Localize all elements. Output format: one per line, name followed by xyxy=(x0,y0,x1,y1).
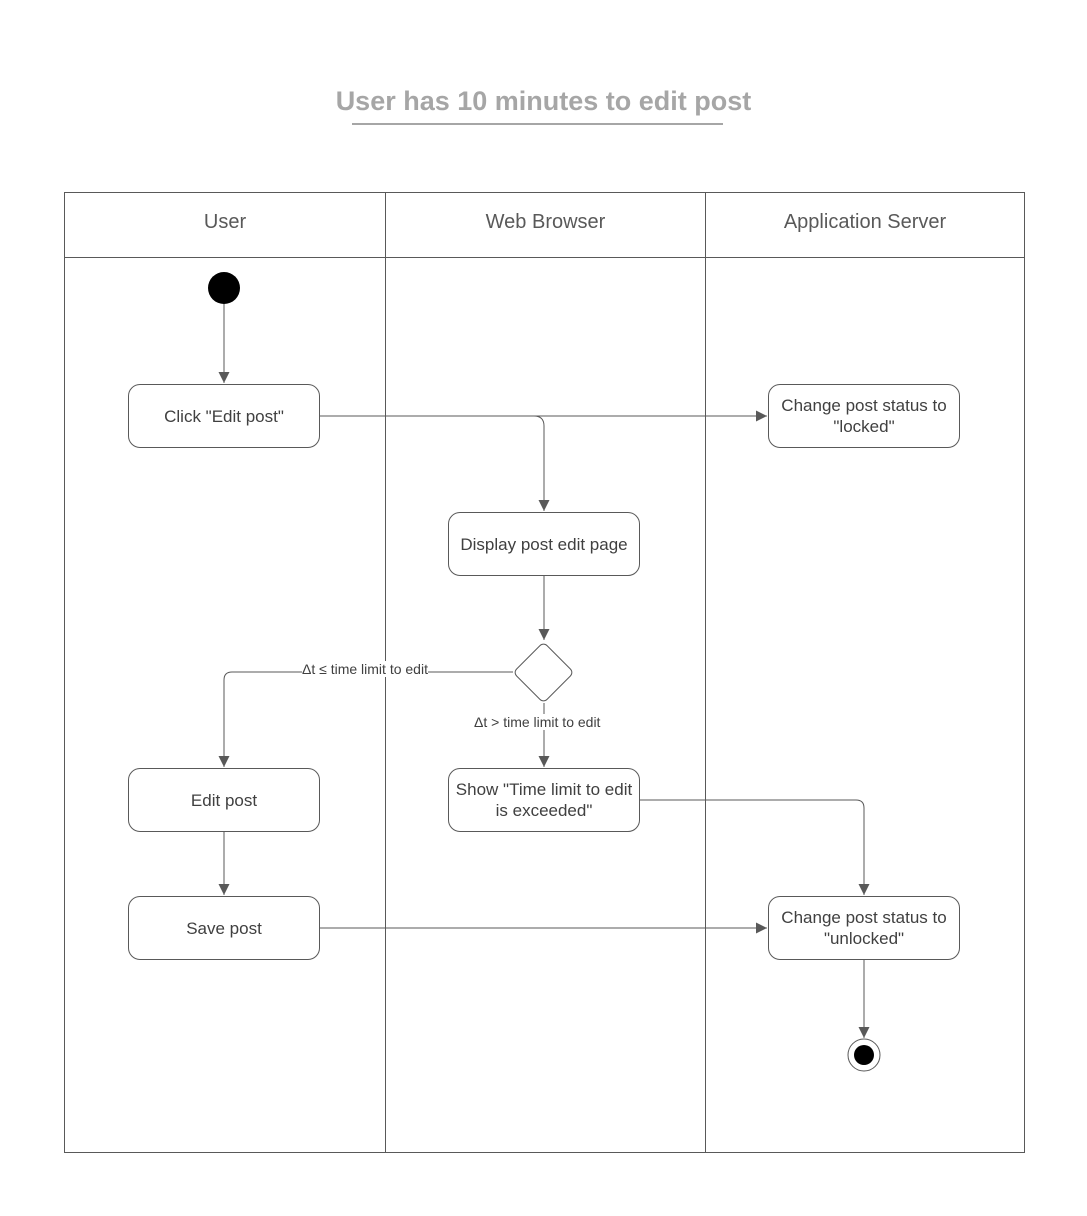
activity-save-post: Save post xyxy=(128,896,320,960)
edge-show-to-unlock xyxy=(640,799,870,895)
diagram-title: User has 10 minutes to edit post xyxy=(335,86,752,116)
edge-click-to-display xyxy=(320,415,550,511)
activity-click-edit-post: Click "Edit post" xyxy=(128,384,320,448)
swimlane-frame xyxy=(64,192,1025,1153)
title-underline xyxy=(352,123,723,125)
activity-change-status-locked: Change post status to "locked" xyxy=(768,384,960,448)
activity-display-edit-page: Display post edit page xyxy=(448,512,640,576)
activity-change-status-unlocked: Change post status to "unlocked" xyxy=(768,896,960,960)
final-node xyxy=(854,1045,874,1065)
guard-within-time-limit: Δt ≤ time limit to edit xyxy=(302,661,428,677)
lane-header-user: User xyxy=(203,211,247,233)
guard-time-limit-exceeded: Δt > time limit to edit xyxy=(474,714,601,730)
lane-header-web-browser: Web Browser xyxy=(485,211,606,233)
edge-decision-to-edit xyxy=(218,671,513,767)
activity-show-time-limit-exceeded: Show "Time limit to edit is exceeded" xyxy=(448,768,640,832)
decision-node xyxy=(514,643,573,702)
initial-node xyxy=(208,272,240,304)
activity-edit-post: Edit post xyxy=(128,768,320,832)
lane-header-application-server: Application Server xyxy=(783,211,947,233)
